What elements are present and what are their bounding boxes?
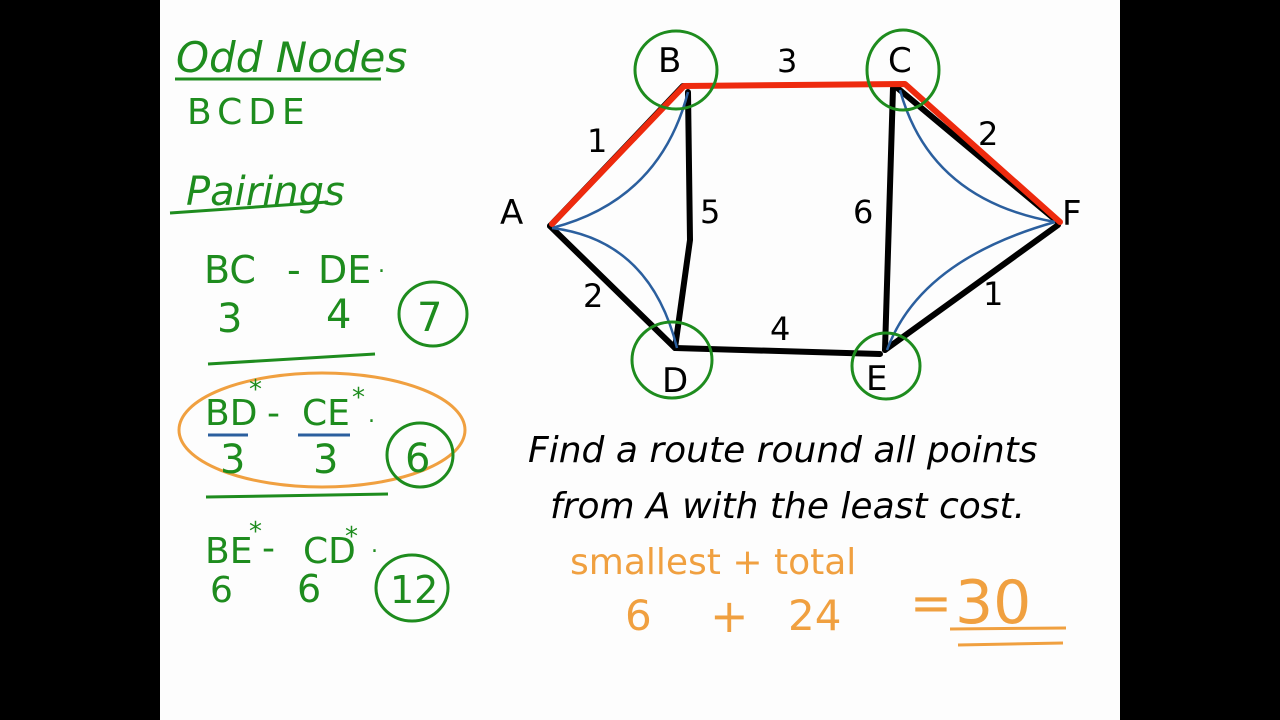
odd-nodes-title: Odd Nodes	[176, 33, 407, 82]
total-circle	[374, 553, 450, 623]
node-f: F	[1062, 194, 1082, 234]
node-labels: A B C D E F	[500, 41, 1082, 401]
weight-a-b: 1	[587, 122, 607, 160]
pairing-right: DE	[318, 248, 371, 292]
weight-c-e: 6	[853, 193, 873, 231]
pairing-left-cost: 6	[210, 570, 233, 611]
pairing-star: *	[249, 375, 262, 405]
pairing-star: *	[249, 517, 262, 547]
total-circle	[397, 280, 469, 348]
node-a: A	[500, 193, 523, 233]
pairing-dash: -	[267, 393, 280, 434]
blue-curve-f-e	[885, 220, 1056, 351]
pairings-title: Pairings	[186, 169, 345, 215]
weight-e-f: 1	[983, 275, 1003, 313]
odd-nodes-heading: Odd Nodes BCDE	[175, 33, 407, 133]
solution: smallest + total 6 + 24 = 30	[570, 542, 1067, 647]
pairing-right: CE	[302, 393, 350, 434]
whiteboard-drawing: Odd Nodes BCDE Pairings BC - DE . 3 4 7 …	[169, 28, 1082, 647]
pairing-left: BD	[205, 393, 257, 434]
problem-line-2: from A with the least cost.	[550, 486, 1025, 527]
pairing-star: *	[352, 383, 365, 413]
node-e: E	[866, 359, 887, 399]
node-b: B	[658, 41, 681, 81]
best-pairing-highlight	[177, 371, 467, 489]
weight-a-d: 2	[583, 277, 603, 315]
node-d: D	[662, 361, 688, 401]
solution-plus: +	[710, 589, 749, 643]
pairing-dot: .	[368, 403, 375, 428]
pairing-left: BE	[205, 531, 252, 572]
odd-nodes-list: BCDE	[187, 92, 311, 133]
pairing-total: 6	[405, 436, 430, 482]
blue-curve-b-a	[551, 91, 690, 230]
total-circle	[385, 421, 455, 489]
pairing-right-cost: 4	[326, 292, 351, 338]
red-route	[549, 81, 1063, 227]
problem-statement: Find a route round all points from A wit…	[528, 430, 1038, 527]
edge-c-e	[882, 85, 896, 353]
pairing-total: 7	[417, 295, 442, 341]
pairings-heading: Pairings	[169, 169, 345, 215]
weight-b-c: 3	[777, 42, 797, 80]
pairing-bd-ce: BD * - CE * . 3 3 6	[177, 371, 467, 499]
graph: A B C D E F 1 3 2 2 5 6 4 1	[500, 28, 1082, 401]
pairing-be-cd: BE * - CD * . 6 6 12	[205, 517, 450, 623]
circle-e	[850, 331, 922, 401]
pairing-bc-de: BC - DE . 3 4 7	[204, 248, 469, 366]
pairing-left: BC	[204, 248, 256, 292]
pairing-right-cost: 3	[313, 437, 338, 483]
node-c: C	[888, 41, 912, 81]
odd-node-circles	[630, 28, 941, 401]
solution-equals: =	[910, 574, 952, 632]
whiteboard-canvas: Odd Nodes BCDE Pairings BC - DE . 3 4 7 …	[160, 0, 1120, 720]
blue-curve-c-f	[898, 89, 1056, 224]
pairing-dash: -	[287, 248, 301, 292]
pairing-left-cost: 3	[217, 296, 242, 342]
pairing-right-cost: 6	[297, 567, 321, 611]
circle-c	[865, 28, 941, 112]
problem-line-1: Find a route round all points	[528, 430, 1038, 471]
solution-label: smallest + total	[570, 542, 856, 583]
weight-b-d: 5	[700, 193, 720, 231]
edge-a-d	[547, 223, 678, 351]
circle-b	[633, 29, 719, 111]
edge-e-f	[882, 222, 1061, 353]
pairing-dot: .	[378, 253, 385, 278]
circle-d	[630, 320, 714, 400]
pairing-right: CD	[303, 531, 356, 572]
solution-answer: 30	[955, 568, 1031, 638]
pairing-dot: .	[371, 533, 378, 558]
solution-smallest: 6	[625, 591, 652, 640]
weight-d-e: 4	[770, 310, 790, 348]
edge-d-e	[672, 345, 883, 357]
solution-total: 24	[788, 591, 841, 640]
pairing-dash: -	[262, 528, 275, 569]
edge-b-d	[672, 89, 694, 351]
pairing-left-cost: 3	[220, 437, 245, 483]
edge-weights: 1 3 2 2 5 6 4 1	[583, 42, 1003, 348]
weight-c-f: 2	[978, 115, 998, 153]
pairing-star: *	[345, 522, 358, 552]
pairing-total: 12	[390, 568, 438, 612]
